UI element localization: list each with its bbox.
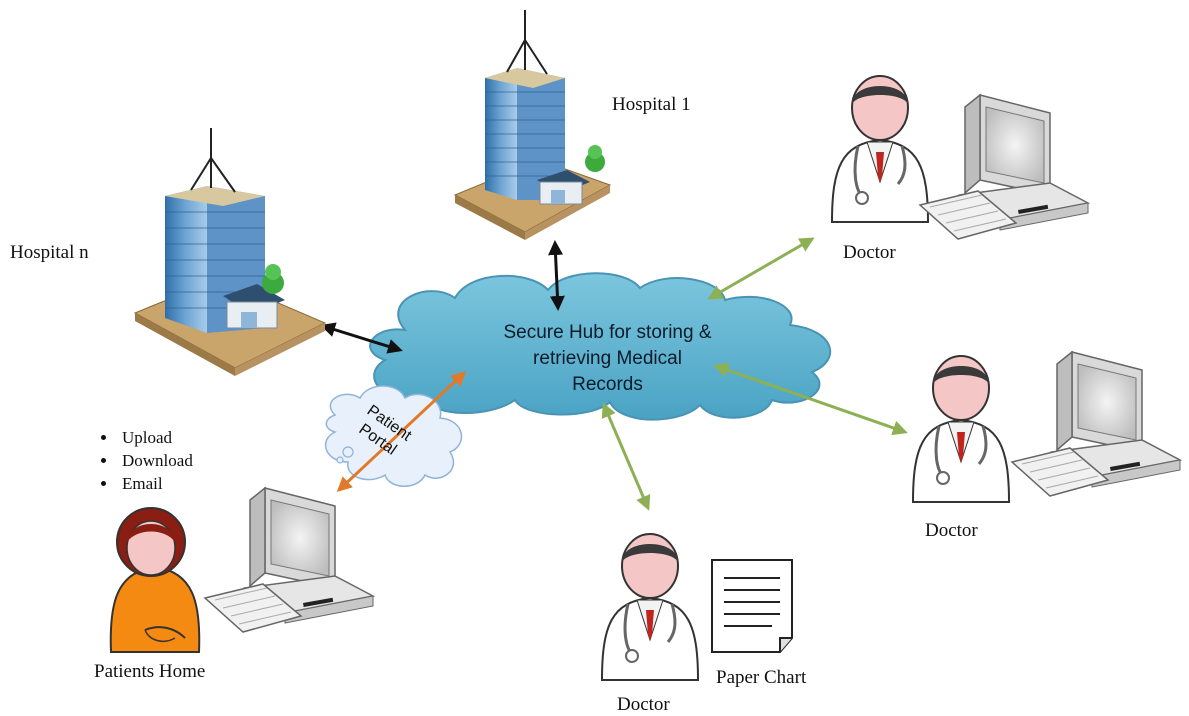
doctor-top-figure bbox=[830, 75, 930, 223]
paper-chart-icon bbox=[711, 559, 793, 653]
patient-action-item: Email bbox=[118, 472, 193, 495]
secure-hub-line-1: Secure Hub for storing & bbox=[503, 322, 712, 343]
patient-action-item: Download bbox=[118, 449, 193, 472]
label-patients-home: Patients Home bbox=[94, 661, 206, 682]
doctor-bottom-figure bbox=[600, 533, 700, 681]
label-doctor-top: Doctor bbox=[843, 242, 896, 263]
secure-hub-line-3: Records bbox=[572, 374, 643, 395]
doctor-top-hub-arrow bbox=[707, 237, 815, 300]
computer-top-right bbox=[918, 93, 1091, 240]
doctor-bottom-hub-arrow bbox=[601, 402, 651, 511]
computer-patient bbox=[203, 486, 376, 633]
secure-hub-line-2: retrieving Medical bbox=[533, 348, 682, 369]
hospital-1-building bbox=[453, 10, 612, 240]
label-doctor-right: Doctor bbox=[925, 520, 978, 541]
label-hospital-n: Hospital n bbox=[10, 242, 89, 263]
patient-figure bbox=[109, 507, 201, 653]
hospitaln-hub-arrow bbox=[320, 322, 403, 354]
label-paper-chart: Paper Chart bbox=[716, 667, 807, 688]
patient-action-item: Upload bbox=[118, 426, 193, 449]
computer-right bbox=[1010, 350, 1183, 497]
hospital1-hub-arrow bbox=[548, 240, 565, 311]
label-doctor-bottom: Doctor bbox=[617, 694, 670, 715]
hospital-n-building bbox=[133, 128, 327, 376]
connection-arrows bbox=[320, 237, 908, 511]
doctor-right-hub-arrow bbox=[713, 362, 908, 436]
patient-actions-list: Upload Download Email bbox=[98, 426, 193, 495]
doctor-right-figure bbox=[911, 355, 1011, 503]
patient-hub-arrow bbox=[336, 370, 467, 493]
secure-hub-label: Secure Hub for storing & retrieving Medi… bbox=[455, 320, 760, 398]
label-hospital-1: Hospital 1 bbox=[612, 94, 691, 115]
